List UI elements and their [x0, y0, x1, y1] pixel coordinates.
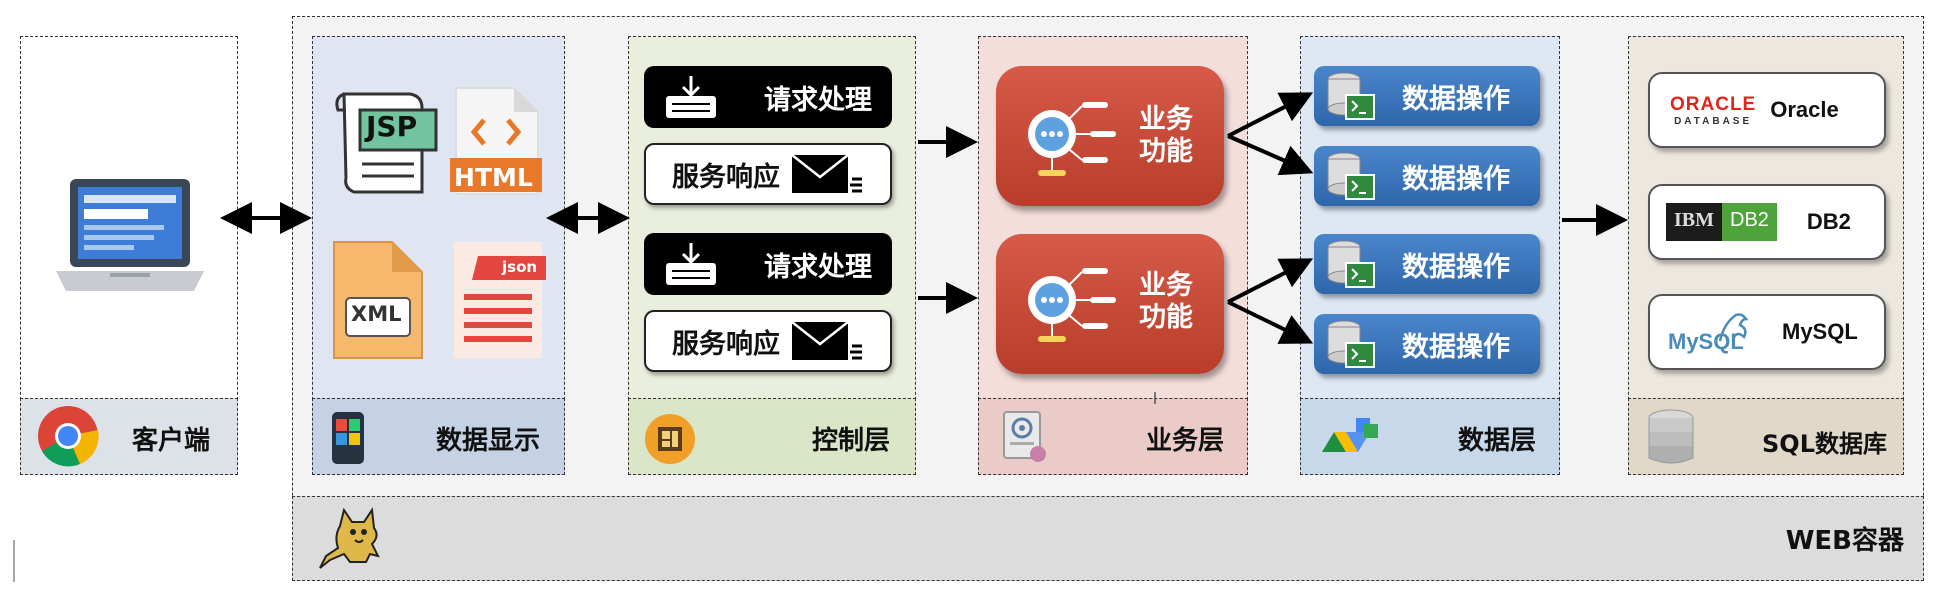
business-function-text: 业务 功能 [1136, 104, 1196, 168]
db2-card: IBM DB2 DB2 [1648, 184, 1886, 260]
mysql-logo: MySQL [1668, 307, 1764, 357]
database-terminal-icon [1324, 319, 1378, 369]
request-label: 请求处理 [764, 84, 872, 116]
data-operation-label: 数据操作 [1402, 251, 1510, 283]
envelope-icon [790, 151, 864, 197]
cloud-data-icon [1318, 414, 1380, 458]
control-label: 控制层 [812, 426, 891, 456]
web-container-footer [292, 496, 1924, 581]
html-text: HTML [454, 163, 533, 192]
json-file-icon [450, 238, 546, 362]
business-data-arrow-1 [1227, 92, 1314, 138]
request-handling-pill: 请求处理 [644, 233, 892, 295]
function-line1: 业务 [1139, 270, 1193, 301]
data-operation-pill: 数据操作 [1314, 146, 1540, 206]
data-operation-label: 数据操作 [1402, 83, 1510, 115]
laptop-icon [50, 175, 210, 300]
service-response-pill: 服务响应 [644, 143, 892, 205]
envelope-icon [790, 318, 864, 364]
response-label: 服务响应 [672, 328, 780, 360]
db2-name: DB2 [1806, 209, 1851, 234]
data-layer-label: 数据层 [1458, 426, 1537, 456]
response-label: 服务响应 [672, 161, 780, 193]
business-function-text: 业务 功能 [1136, 270, 1196, 334]
database-terminal-icon [1324, 71, 1378, 121]
ibm-logo-text: IBM [1666, 203, 1722, 241]
data-operation-pill: 数据操作 [1314, 66, 1540, 126]
hub-network-icon [1020, 98, 1120, 180]
function-line2: 功能 [1139, 136, 1193, 167]
oracle-logo: ORACLE DATABASE [1670, 94, 1756, 127]
database-terminal-icon [1324, 151, 1378, 201]
oracle-name: Oracle [1770, 97, 1839, 122]
service-response-pill: 服务响应 [644, 310, 892, 372]
tomcat-icon [310, 506, 400, 574]
oracle-card: ORACLE DATABASE Oracle [1648, 72, 1886, 148]
data-operation-label: 数据操作 [1402, 331, 1510, 363]
phone-icon [330, 410, 366, 466]
request-label: 请求处理 [764, 251, 872, 283]
xml-file-icon [330, 238, 426, 362]
client-label: 客户端 [132, 426, 211, 456]
control-icon [644, 413, 696, 465]
settings-document-icon [1000, 408, 1048, 464]
oracle-logo-subtext: DATABASE [1674, 115, 1753, 127]
inbox-download-icon [664, 74, 718, 120]
function-line1: 业务 [1139, 104, 1193, 135]
data-operation-pill: 数据操作 [1314, 314, 1540, 374]
html-file-icon [450, 84, 542, 198]
jsp-text: JSP [366, 110, 418, 143]
json-text: json [502, 258, 538, 276]
oracle-logo-text: ORACLE [1670, 93, 1757, 115]
ibm-db2-logo: IBM DB2 [1666, 203, 1777, 241]
business-label: 业务层 [1146, 426, 1225, 456]
business-data-arrow-2 [1227, 134, 1314, 176]
web-container-label: WEB容器 [1785, 526, 1904, 556]
business-data-arrow-3 [1227, 258, 1314, 304]
data-operation-label: 数据操作 [1402, 163, 1510, 195]
mysql-card: MySQL MySQL [1648, 294, 1886, 370]
database-stack-icon [1646, 408, 1696, 466]
business-data-arrow-4 [1227, 300, 1314, 344]
mysql-logo-text: MySQL [1668, 329, 1744, 354]
mysql-name: MySQL [1782, 319, 1858, 344]
data-operation-pill: 数据操作 [1314, 234, 1540, 294]
inbox-download-icon [664, 241, 718, 287]
hub-network-icon [1020, 264, 1120, 346]
function-line2: 功能 [1139, 302, 1193, 333]
database-terminal-icon [1324, 239, 1378, 289]
xml-text: XML [351, 302, 402, 326]
db2-logo-text: DB2 [1722, 203, 1777, 241]
display-label: 数据显示 [436, 426, 541, 456]
request-handling-pill: 请求处理 [644, 66, 892, 128]
chrome-icon [36, 404, 100, 468]
jsp-icon [330, 88, 440, 198]
database-label: SQL数据库 [1762, 430, 1887, 458]
